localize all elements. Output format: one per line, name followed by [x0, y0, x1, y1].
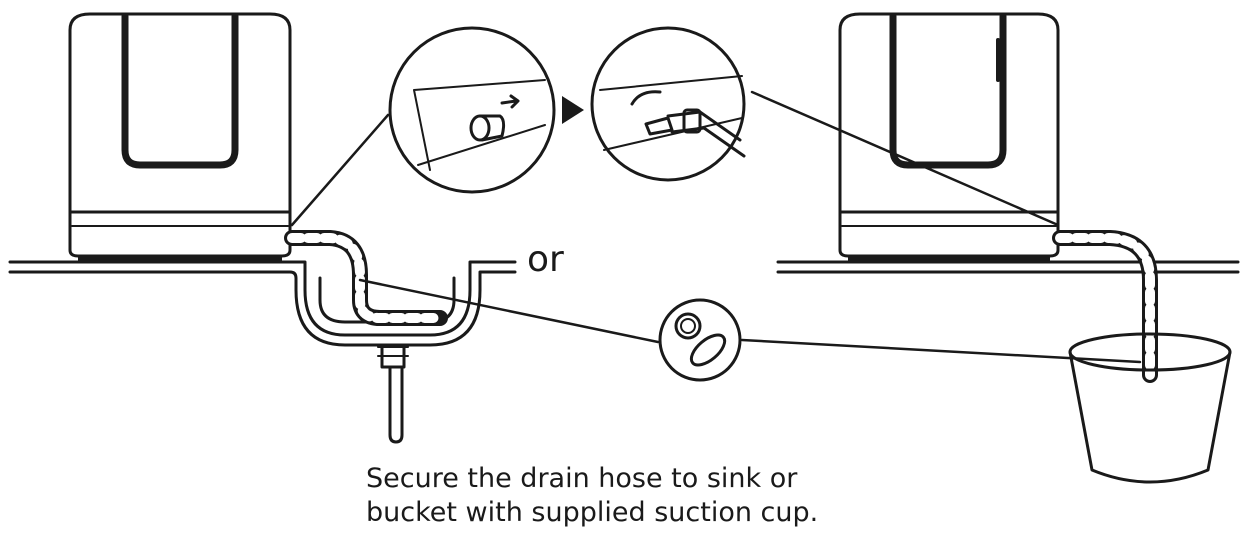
caption-line-1: Secure the drain hose to sink or [366, 463, 798, 494]
drain-hose-right-icon [1052, 230, 1158, 383]
or-connector-label: or [527, 239, 564, 280]
hose-attached-detail-icon [590, 26, 746, 182]
suction-cup-icon [658, 298, 742, 382]
dishwasher-right-icon [838, 12, 1060, 261]
caption: Secure the drain hose to sink or bucket … [366, 462, 818, 530]
caption-line-2: bucket with supplied suction cup. [366, 497, 819, 528]
drain-hose-left-icon [284, 230, 448, 326]
counter-right [776, 260, 1240, 274]
sink-icon [8, 260, 517, 444]
arrow-right-icon [562, 96, 584, 124]
drain-port-detail-icon [388, 26, 556, 194]
bucket-icon [1068, 332, 1232, 484]
dishwasher-left-icon [68, 12, 292, 261]
